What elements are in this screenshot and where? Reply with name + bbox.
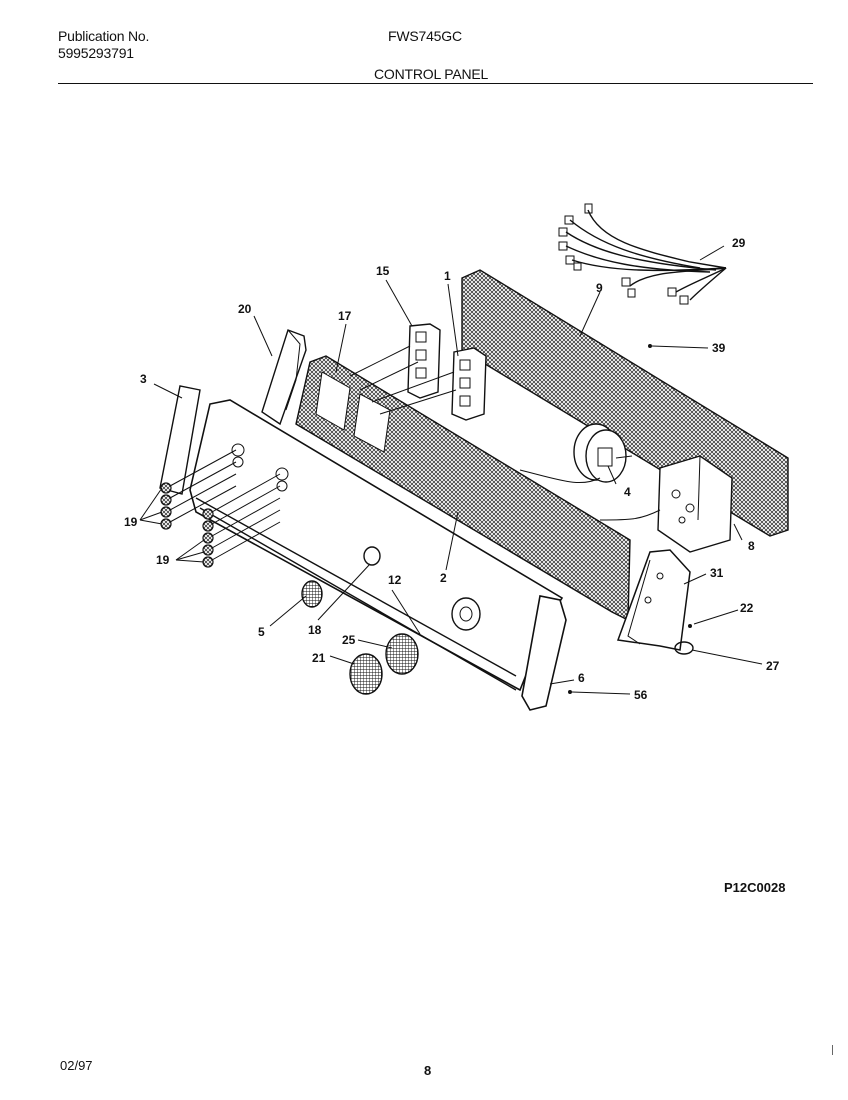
leader-lines	[139, 245, 763, 695]
clip-27	[674, 641, 694, 655]
left-end-cap	[159, 385, 201, 495]
panel-support-frame	[295, 355, 631, 622]
screw-56	[568, 690, 572, 694]
header-rule	[58, 83, 813, 84]
part-label-18: 18	[308, 623, 322, 637]
part-label-31: 31	[710, 566, 724, 580]
figure-code: P12C0028	[724, 880, 786, 895]
screw-22	[688, 624, 692, 628]
side-bracket	[616, 549, 691, 651]
revision-date: 02/97	[60, 1058, 93, 1073]
part-label-9: 9	[596, 281, 603, 295]
publication-number: 5995293791	[58, 45, 134, 61]
timer	[519, 423, 633, 484]
model-number: FWS745GC	[388, 28, 462, 44]
part-label-3: 3	[140, 372, 147, 386]
part-label-6: 6	[578, 671, 585, 685]
part-label-39: 39	[712, 341, 726, 355]
part-label-12: 12	[388, 573, 402, 587]
part-label-8: 8	[748, 539, 755, 553]
part-label-56: 56	[634, 688, 648, 702]
edge-tick-mark	[832, 1045, 833, 1055]
part-label-21: 21	[312, 651, 326, 665]
wire-harness	[558, 203, 727, 305]
selector-switch	[599, 455, 733, 553]
part-label-20: 20	[238, 302, 252, 316]
part-label-1: 1	[444, 269, 451, 283]
part-label-5: 4	[624, 485, 631, 499]
part-label-4: 5	[258, 625, 265, 639]
part-label-27: 27	[766, 659, 780, 673]
knob-4	[301, 580, 323, 608]
knob-21	[349, 653, 383, 695]
push-buttons-group	[160, 449, 281, 568]
part-label-2: 2	[440, 571, 447, 585]
part-label-25: 25	[342, 633, 356, 647]
knob-25	[385, 633, 419, 675]
publication-label: Publication No.	[58, 28, 150, 44]
part-label-19-upper: 19	[124, 515, 138, 529]
screw-39	[648, 344, 652, 348]
part-label-17: 17	[338, 309, 352, 323]
section-title: CONTROL PANEL	[374, 66, 489, 82]
switch-bracket-15	[407, 323, 441, 399]
part-label-15: 15	[376, 264, 390, 278]
left-bracket	[261, 329, 307, 426]
switch-bracket-1	[451, 347, 487, 421]
right-end-cap	[521, 595, 567, 711]
part-label-22: 22	[740, 601, 754, 615]
part-label-19-lower: 19	[156, 553, 170, 567]
page-number: 8	[424, 1063, 432, 1078]
part-label-29: 29	[732, 236, 746, 250]
switch-linkage-rods	[349, 345, 457, 415]
